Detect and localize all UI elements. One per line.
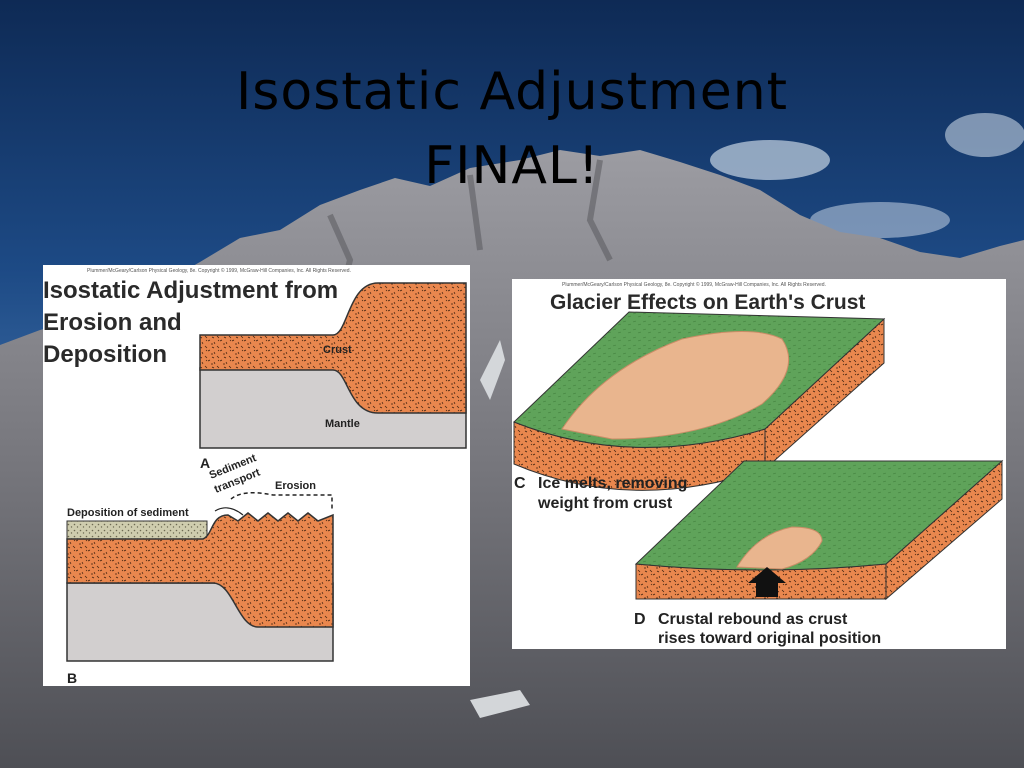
snow-streak (480, 340, 505, 400)
glacier-effects-diagram: Plummer/McGeary/Carlson Physical Geology… (513, 281, 1004, 647)
crust-layer-b (66, 512, 334, 628)
snow-streak (470, 690, 530, 718)
erosion-deposition-diagram: Plummer/McGeary/Carlson Physical Geology… (43, 267, 467, 686)
ice-remnant-d (736, 526, 823, 570)
transport-arrow (214, 507, 244, 516)
figure-heading-line3: Deposition (43, 341, 167, 368)
cloud (810, 202, 950, 238)
figure-glacier-effects: Plummer/McGeary/Carlson Physical Geology… (512, 279, 1006, 649)
caption-c-line1: Ice melts, removing (538, 475, 687, 492)
figure-erosion-deposition: Plummer/McGeary/Carlson Physical Geology… (43, 265, 470, 686)
panel-label-b: B (67, 670, 77, 686)
panel-label-a: A (200, 455, 210, 471)
rebound-arrow-icon (748, 567, 786, 597)
caption-c-line2: weight from crust (537, 495, 673, 512)
crust-layer-a (199, 282, 467, 414)
label-erosion: Erosion (275, 480, 316, 492)
copyright-note: Plummer/McGeary/Carlson Physical Geology… (562, 281, 826, 288)
figure-heading: Glacier Effects on Earth's Crust (550, 291, 865, 314)
land-surface-d (634, 460, 1004, 571)
figure-heading-line2: Erosion and (43, 309, 182, 336)
ice-remnant-c (561, 331, 790, 440)
caption-d-line1: Crustal rebound as crust (658, 611, 848, 628)
caption-d-line2: rises toward original position (658, 630, 881, 647)
slide-subtitle: FINAL! (424, 136, 600, 196)
cloud (710, 140, 830, 180)
copyright-note: Plummer/McGeary/Carlson Physical Geology… (87, 267, 351, 274)
figure-heading-line1: Isostatic Adjustment from (43, 277, 338, 304)
sediment-layer (66, 520, 208, 540)
caption-d-letter: D (634, 611, 646, 628)
slide-title: Isostatic Adjustment (235, 62, 789, 122)
label-mantle: Mantle (325, 418, 360, 430)
label-crust: Crust (323, 344, 352, 356)
label-deposition: Deposition of sediment (67, 507, 189, 519)
caption-c-letter: C (514, 475, 526, 492)
cloud (945, 113, 1024, 157)
erosion-dashed-line (230, 492, 333, 509)
